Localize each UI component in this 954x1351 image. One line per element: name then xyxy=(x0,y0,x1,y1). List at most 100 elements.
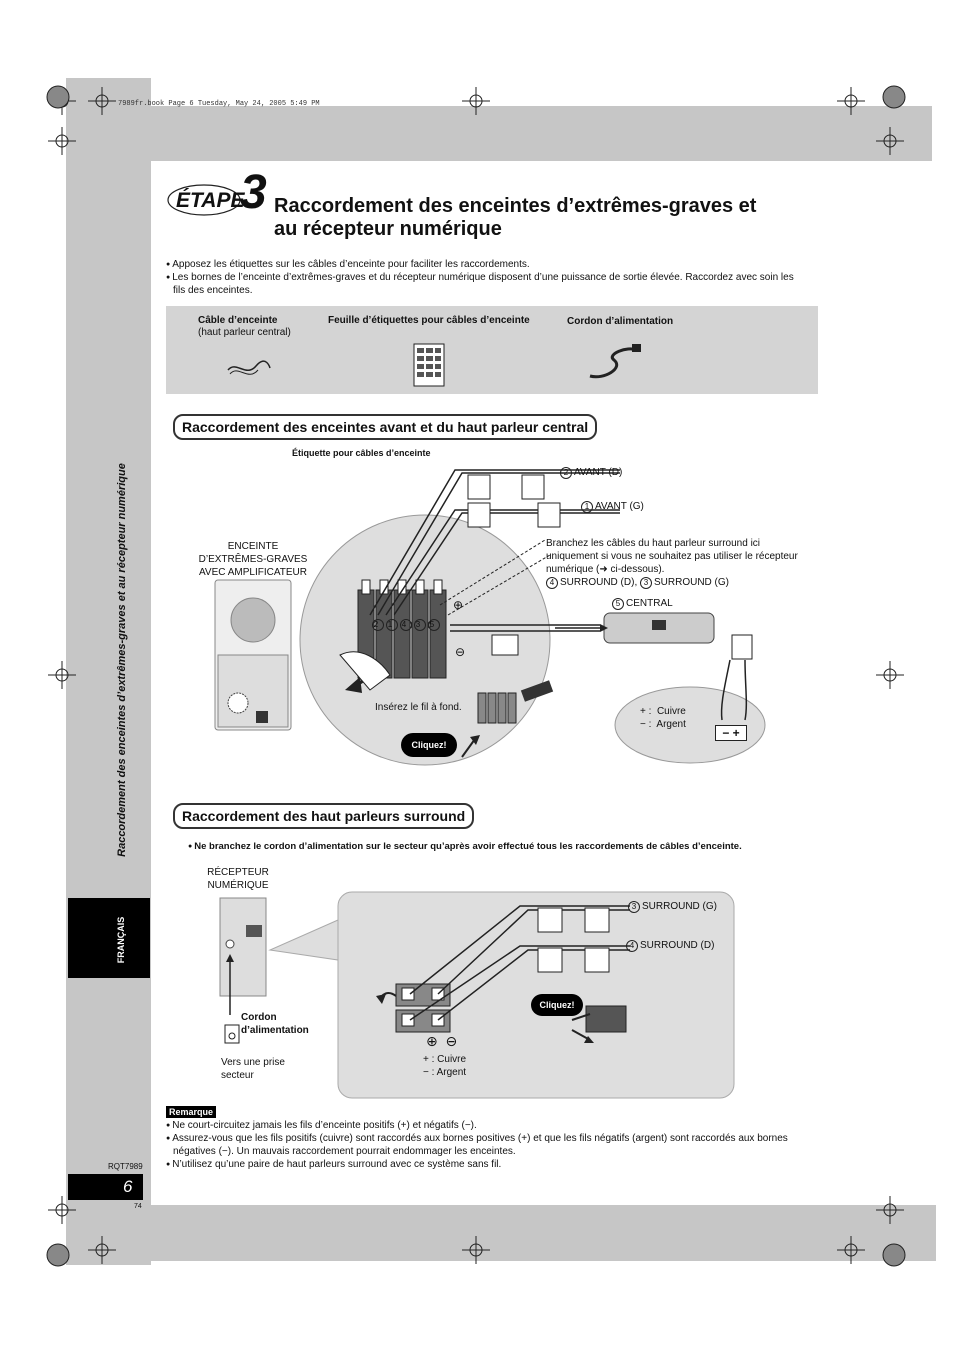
num-3-icon: 3 xyxy=(628,901,640,913)
copper-text-1: Cuivre xyxy=(656,706,686,717)
copper-label-2: + : Cuivre xyxy=(423,1054,467,1065)
etape-word: ÉTAPE xyxy=(176,189,245,212)
receiver-label: RÉCEPTEUR NUMÉRIQUE xyxy=(200,866,276,892)
receiver-label-line2: NUMÉRIQUE xyxy=(207,880,269,891)
avant-g-text: AVANT (G) xyxy=(595,501,644,512)
etape-number: 3 xyxy=(240,166,267,219)
polarity-box: − + xyxy=(715,725,747,741)
silver-label-2: − : Argent xyxy=(423,1067,467,1078)
language-tab-label: FRANÇAIS xyxy=(116,916,126,964)
avant-d-text: AVANT (D) xyxy=(574,467,623,478)
accessory-sticker-title: Feuille d’étiquettes pour câbles d’encei… xyxy=(328,315,530,326)
surround-g-text: SURROUND (G) xyxy=(642,901,717,912)
remark-item-3: N’utilisez qu’une paire de haut parleurs… xyxy=(166,1158,501,1172)
speaker-cable-icon xyxy=(227,360,271,375)
print-header: 7989fr.book Page 6 Tuesday, May 24, 2005… xyxy=(118,100,320,108)
intro-bullet-2: Les bornes de l’enceinte d’extrêmes-grav… xyxy=(166,271,793,285)
num-5-icon: 5 xyxy=(612,598,624,610)
terminal-num: 2 xyxy=(372,619,384,631)
outlet-label: Vers une prise secteur xyxy=(221,1056,285,1082)
num-3-icon: 3 xyxy=(640,577,652,589)
subwoofer-label: ENCEINTE D’EXTRÊMES-GRAVES AVEC AMPLIFIC… xyxy=(193,540,313,579)
power-warning: Ne branchez le cordon d’alimentation sur… xyxy=(188,840,741,854)
terminal-num: 4 xyxy=(400,619,412,631)
surround-d-text: SURROUND (D) xyxy=(640,940,715,951)
click-bubble-2: Cliquez! xyxy=(531,994,583,1016)
remark-item-1: Ne court-circuitez jamais les fils d’enc… xyxy=(166,1119,477,1133)
subwoofer-label-line2: D’EXTRÊMES-GRAVES xyxy=(198,554,308,565)
top-grey-bar xyxy=(150,106,932,161)
silver-label-1: − : Argent xyxy=(640,719,686,730)
num-4-icon: 4 xyxy=(626,940,638,952)
power-cord-line1: Cordon xyxy=(241,1012,277,1023)
surround-d-text: SURROUND (D), xyxy=(560,577,638,588)
sub-page-number: 74 xyxy=(134,1203,142,1210)
subwoofer-label-line3: AVEC AMPLIFICATEUR xyxy=(199,567,307,578)
color-target-icon xyxy=(46,1243,70,1267)
remark-item-2: Assurez-vous que les fils positifs (cuiv… xyxy=(166,1132,788,1146)
num-4-icon: 4 xyxy=(546,577,558,589)
rqt-code: RQT7989 xyxy=(108,1162,143,1171)
bottom-grey-bar xyxy=(150,1205,936,1261)
surround-note-line2: uniquement si vous ne souhaitez pas util… xyxy=(546,551,798,562)
insert-wire-label: Insérez le fil à fond. xyxy=(375,702,462,713)
side-title: Raccordement des enceintes d’extrêmes-gr… xyxy=(116,463,128,857)
label-tag-caption: Étiquette pour câbles d’enceinte xyxy=(292,448,431,458)
central-text: CENTRAL xyxy=(626,598,673,609)
section2-heading: Raccordement des haut parleurs surround xyxy=(173,803,475,829)
front-speakers-diagram xyxy=(214,469,766,766)
intro-bullet-1: Apposez les étiquettes sur les câbles d’… xyxy=(166,258,529,272)
polarity-symbols: ⊕ ⊖ xyxy=(426,1033,458,1049)
surround-note-line1: Branchez les câbles du haut parleur surr… xyxy=(546,538,761,549)
terminal-num: 1 xyxy=(386,619,398,631)
accessories-box xyxy=(166,306,818,394)
surround-diagram xyxy=(219,891,735,1099)
surround-g-text: SURROUND (G) xyxy=(654,577,729,588)
terminal-num: 3 xyxy=(414,619,426,631)
etape-oval-icon xyxy=(167,184,241,216)
power-cord-line2: d’alimentation xyxy=(241,1025,309,1036)
power-cord-icon xyxy=(589,344,641,379)
num-1-icon: 1 xyxy=(581,501,593,513)
page-number: 6 xyxy=(123,1177,133,1196)
subwoofer-label-line1: ENCEINTE xyxy=(227,541,279,552)
accessory-cable-title: Câble d’enceinte xyxy=(198,315,278,326)
surround-note-line3: numérique (➜ ci-dessous). xyxy=(546,564,665,575)
outlet-line2: secteur xyxy=(221,1070,254,1081)
page-number-box xyxy=(68,1174,143,1200)
receiver-label-line1: RÉCEPTEUR xyxy=(207,867,269,878)
sticker-sheet-icon xyxy=(413,343,445,387)
left-grey-bar xyxy=(66,78,151,1265)
click-bubble-1: Cliquez! xyxy=(401,733,457,757)
accessory-cable-sub: (haut parleur central) xyxy=(198,327,291,338)
color-target-icon xyxy=(882,85,906,109)
minus-terminal-icon: ⊖ xyxy=(455,645,466,659)
etape-badge: ÉTAPE xyxy=(166,180,246,218)
power-cord-label: Cordon d’alimentation xyxy=(241,1011,309,1037)
intro-bullet-2-cont: fils des enceintes. xyxy=(173,285,253,296)
remark-badge: Remarque xyxy=(166,1106,217,1118)
num-2-icon: 2 xyxy=(560,467,572,479)
silver-text-1: Argent xyxy=(656,719,686,730)
language-tab xyxy=(68,898,150,978)
outlet-line1: Vers une prise xyxy=(221,1057,285,1068)
color-target-icon xyxy=(46,85,70,109)
plus-terminal-icon: ⊕ xyxy=(453,598,464,612)
terminal-num: 5 xyxy=(428,619,440,631)
color-target-icon xyxy=(882,1243,906,1267)
section1-heading: Raccordement des enceintes avant et du h… xyxy=(173,414,598,440)
page-title-line1: Raccordement des enceintes d’extrêmes-gr… xyxy=(274,195,757,217)
surround-note: Branchez les câbles du haut parleur surr… xyxy=(546,537,816,589)
page-title-line2: au récepteur numérique xyxy=(274,218,502,240)
accessory-cord-title: Cordon d’alimentation xyxy=(567,316,674,327)
remark-item-2-cont: négatives (−). Un mauvais raccordement p… xyxy=(173,1146,516,1157)
copper-label-1: + : Cuivre xyxy=(640,706,686,717)
